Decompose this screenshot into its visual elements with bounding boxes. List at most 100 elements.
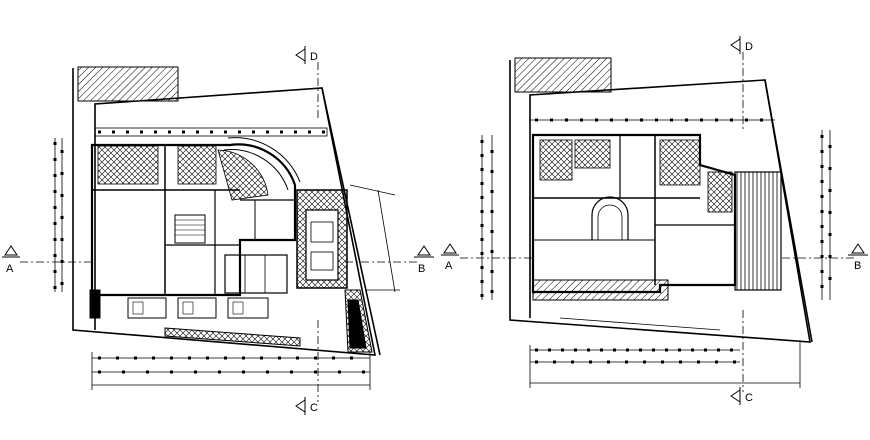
dimension-tick: [820, 240, 824, 243]
section-markers: [2, 36, 868, 415]
dimension-tick: [53, 206, 57, 209]
dimension-tick: [290, 370, 293, 374]
dimension-tick: [480, 280, 484, 283]
dimension-tick: [550, 118, 553, 122]
dimension-tick: [53, 238, 57, 241]
dimension-tick: [266, 130, 269, 134]
dimension-tick: [53, 222, 57, 225]
section-arrow-d-left: [295, 48, 306, 62]
dimension-tick: [679, 360, 682, 364]
dimension-tick: [60, 194, 64, 197]
dimension-tick: [715, 360, 718, 364]
dimension-tick: [670, 118, 673, 122]
dimension-tick: [60, 260, 64, 263]
dimension-tick: [134, 356, 137, 360]
label-b-left: B: [418, 263, 425, 275]
section-arrow-d-right: [730, 38, 741, 52]
dimension-tick: [480, 224, 484, 227]
dimension-tick: [665, 348, 668, 352]
dimension-tick: [580, 118, 583, 122]
dimension-tick: [490, 150, 494, 153]
dimension-tick: [490, 270, 494, 273]
dimension-tick: [685, 118, 688, 122]
dimension-tick: [600, 348, 603, 352]
dimension-tick: [535, 348, 538, 352]
dimension-tick: [242, 370, 245, 374]
dimension-tick: [745, 118, 748, 122]
dimension-tick: [730, 118, 733, 122]
dimension-tick: [828, 211, 832, 214]
dimension-tick: [182, 130, 185, 134]
dimension-tick: [314, 356, 317, 360]
dimension-tick: [490, 250, 494, 253]
dimension-tick: [561, 348, 564, 352]
left-site-boundary: [72, 68, 376, 356]
dimension-tick: [60, 150, 64, 153]
dimension-tick: [53, 286, 57, 289]
dimension-tick: [480, 154, 484, 157]
right-deck: [734, 171, 782, 291]
dimension-tick: [266, 370, 269, 374]
dimension-tick: [820, 210, 824, 213]
dimension-tick: [480, 168, 484, 171]
label-c-right: C: [745, 392, 753, 404]
dimension-tick: [490, 290, 494, 293]
dimension-tick: [661, 360, 664, 364]
dimension-tick: [53, 270, 57, 273]
section-arrow-c-left: [295, 399, 306, 413]
dimension-tick: [60, 238, 64, 241]
dimension-tick: [828, 167, 832, 170]
dimension-tick: [589, 360, 592, 364]
dimension-tick: [116, 356, 119, 360]
dimension-tick: [53, 174, 57, 177]
dimension-tick: [828, 189, 832, 192]
section-labels: D C A B D C A B: [6, 41, 861, 414]
dimension-tick: [640, 118, 643, 122]
dimension-tick: [700, 118, 703, 122]
dimension-tick: [820, 165, 824, 168]
dimension-tick: [308, 130, 311, 134]
label-d-right: D: [745, 41, 753, 53]
dimension-tick: [625, 360, 628, 364]
right-neighbour-hatch: [514, 57, 612, 93]
dimension-tick: [574, 348, 577, 352]
dimension-tick: [490, 190, 494, 193]
label-a-right: A: [445, 260, 453, 272]
dimension-tick: [625, 118, 628, 122]
dimension-tick: [278, 356, 281, 360]
dimension-tick: [53, 142, 57, 145]
dimension-tick: [314, 370, 317, 374]
dimension-tick: [490, 170, 494, 173]
dimension-tick: [610, 118, 613, 122]
dimension-tick: [490, 230, 494, 233]
dimension-tick: [730, 348, 733, 352]
dimension-tick: [828, 233, 832, 236]
dimension-tick: [480, 252, 484, 255]
dimension-tick: [218, 370, 221, 374]
dimension-tick: [480, 238, 484, 241]
section-arrow-a-left: [4, 245, 18, 256]
dimension-tick: [820, 225, 824, 228]
dimension-tick: [296, 356, 299, 360]
dimension-tick: [98, 130, 101, 134]
dimension-tick: [480, 266, 484, 269]
dimension-tick: [140, 130, 143, 134]
dimension-tick: [60, 216, 64, 219]
dimension-tick: [98, 356, 101, 360]
dimension-tick: [626, 348, 629, 352]
dimension-tick: [639, 348, 642, 352]
dimension-tick: [760, 118, 763, 122]
dimension-tick: [332, 356, 335, 360]
dimension-tick: [553, 360, 556, 364]
dimension-tick: [294, 130, 297, 134]
dimension-tick: [733, 360, 736, 364]
dimension-tick: [571, 360, 574, 364]
dimension-tick: [53, 190, 57, 193]
dimension-tick: [194, 370, 197, 374]
dimension-tick: [691, 348, 694, 352]
dimension-tick: [126, 130, 129, 134]
dimension-tick: [224, 130, 227, 134]
right-floor-plan: [460, 52, 855, 392]
dimension-tick: [322, 130, 325, 134]
